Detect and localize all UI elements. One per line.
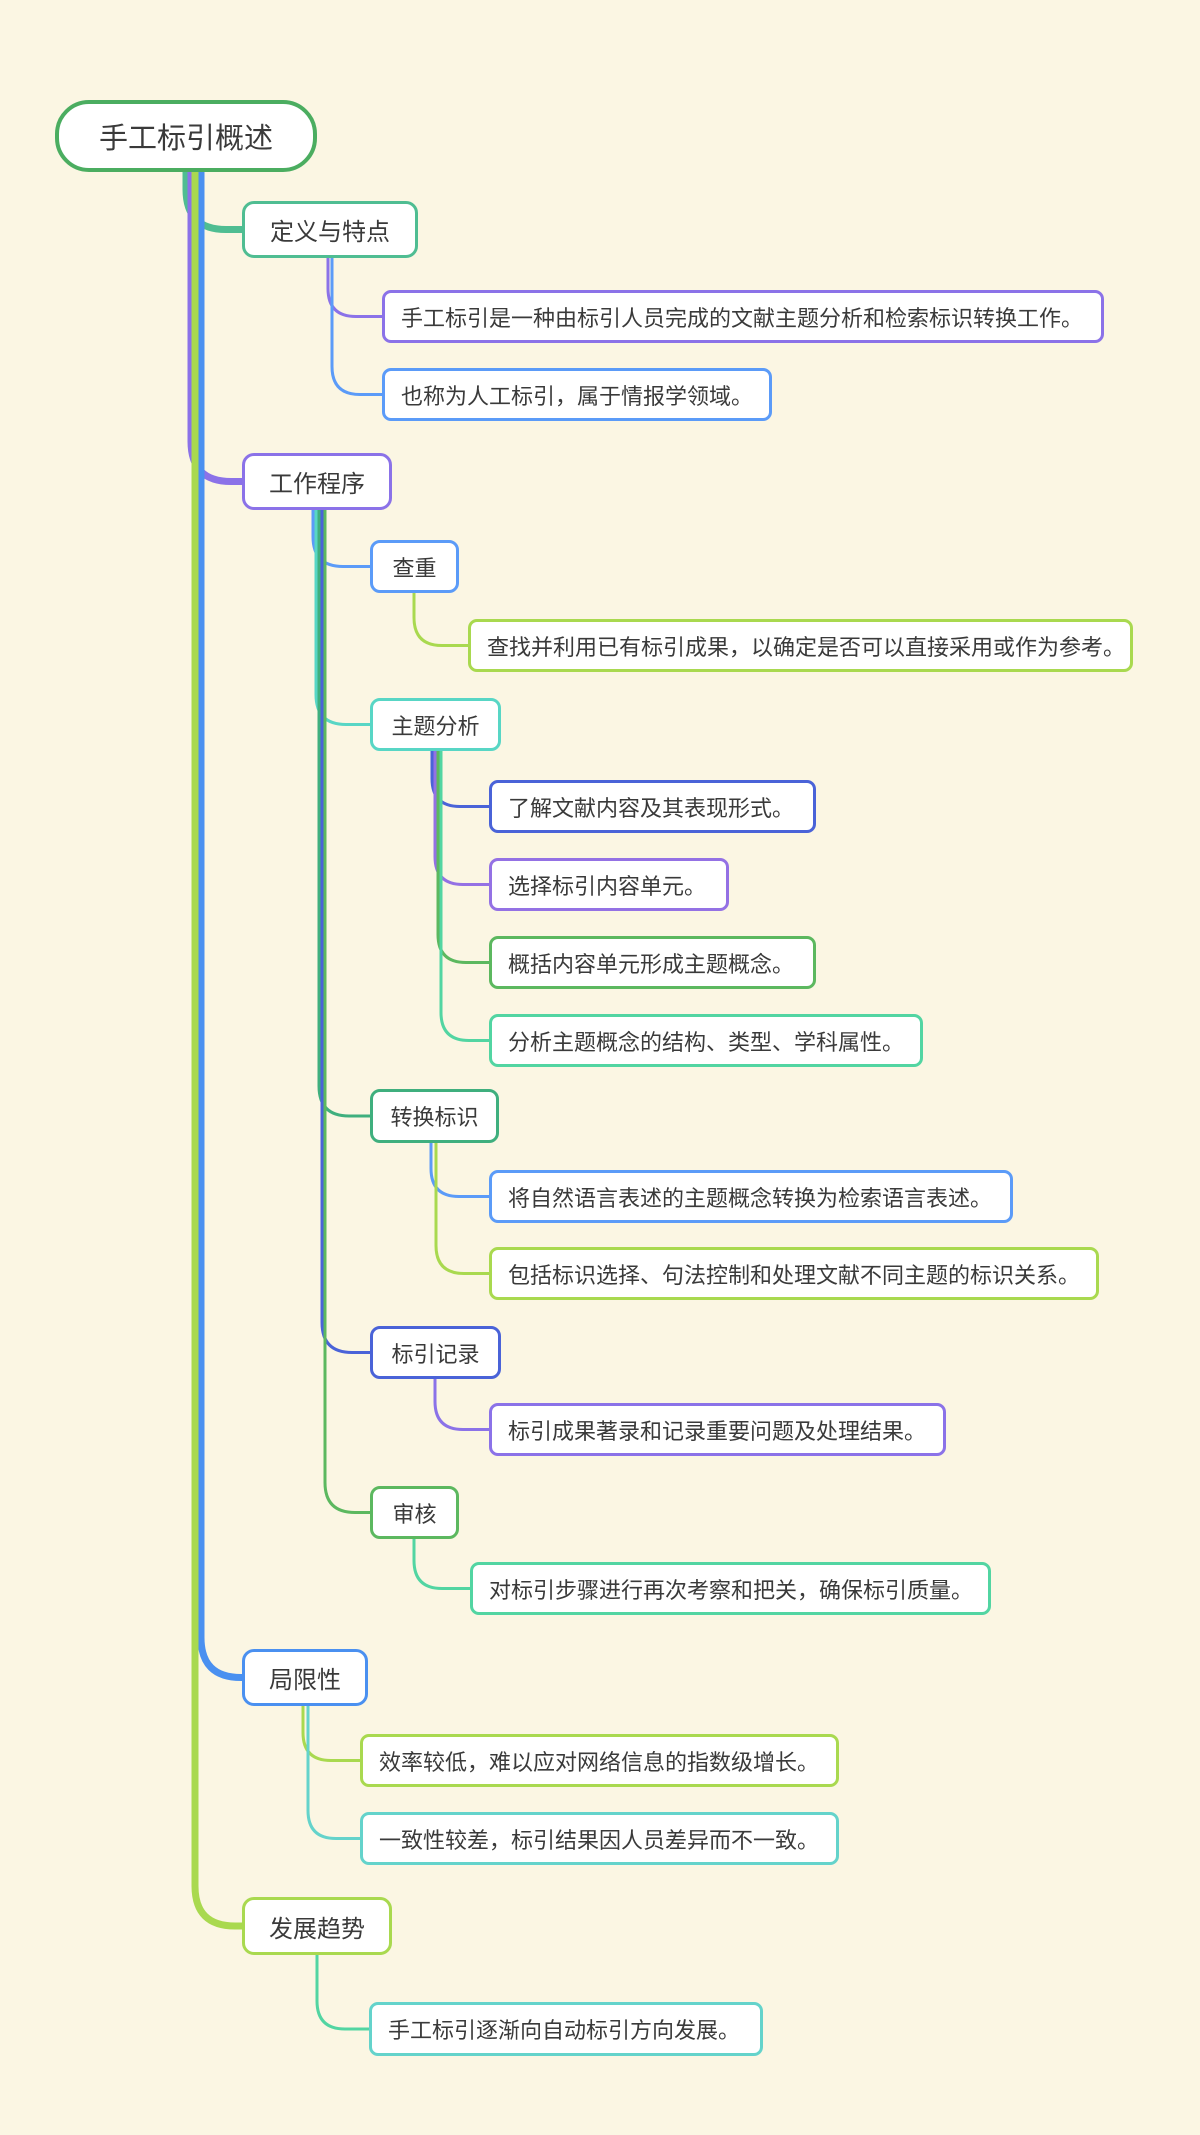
connector-topic-note2 <box>433 747 491 886</box>
connector-review-note1 <box>412 1535 472 1590</box>
note-convert-1[interactable]: 将自然语言表述的主题概念转换为检索语言表述。 <box>489 1170 1013 1223</box>
branch-procedure[interactable]: 工作程序 <box>242 453 392 510</box>
connector-convert-note1 <box>429 1139 491 1198</box>
connector-limitations-note1 <box>301 1702 362 1762</box>
connector-topic-note4 <box>439 747 491 1042</box>
connector-limitations-note2 <box>306 1702 362 1840</box>
note-definition-2[interactable]: 也称为人工标引，属于情报学领域。 <box>382 368 772 421</box>
note-topic-1[interactable]: 了解文献内容及其表现形式。 <box>489 780 816 833</box>
note-trend-1[interactable]: 手工标引逐渐向自动标引方向发展。 <box>369 2002 763 2056</box>
branch-limitations[interactable]: 局限性 <box>242 1649 368 1706</box>
connector-topic-note3 <box>436 747 491 964</box>
connector-procedure-convert <box>317 506 372 1118</box>
connector-trend-note1 <box>315 1951 371 2031</box>
note-definition-1[interactable]: 手工标引是一种由标引人员完成的文献主题分析和检索标识转换工作。 <box>382 290 1104 343</box>
connector-convert-note2 <box>434 1139 491 1275</box>
note-topic-3[interactable]: 概括内容单元形成主题概念。 <box>489 936 816 989</box>
connector-procedure-record <box>320 506 372 1354</box>
root-node[interactable]: 手工标引概述 <box>55 100 317 172</box>
note-limitations-1[interactable]: 效率较低，难以应对网络信息的指数级增长。 <box>360 1734 839 1787</box>
note-record-1[interactable]: 标引成果著录和记录重要问题及处理结果。 <box>489 1403 946 1456</box>
connector-procedure-review <box>323 506 372 1514</box>
branch-trend[interactable]: 发展趋势 <box>242 1897 392 1955</box>
branch-definition[interactable]: 定义与特点 <box>242 201 418 258</box>
step-review[interactable]: 审核 <box>370 1486 459 1539</box>
step-record[interactable]: 标引记录 <box>370 1326 501 1379</box>
note-topic-4[interactable]: 分析主题概念的结构、类型、学科属性。 <box>489 1014 923 1067</box>
connector-record-note1 <box>433 1375 491 1431</box>
connector-definition-note2 <box>330 254 384 396</box>
note-convert-2[interactable]: 包括标识选择、句法控制和处理文献不同主题的标识关系。 <box>489 1247 1099 1300</box>
step-dedup[interactable]: 查重 <box>370 540 459 593</box>
note-limitations-2[interactable]: 一致性较差，标引结果因人员差异而不一致。 <box>360 1812 839 1865</box>
note-dedup-1[interactable]: 查找并利用已有标引成果，以确定是否可以直接采用或作为参考。 <box>468 619 1133 672</box>
note-topic-2[interactable]: 选择标引内容单元。 <box>489 858 729 911</box>
connector-dedup-note1 <box>412 589 470 647</box>
note-review-1[interactable]: 对标引步骤进行再次考察和把关，确保标引质量。 <box>470 1562 991 1615</box>
step-convert-marks[interactable]: 转换标识 <box>370 1089 499 1143</box>
connector-root-limitations <box>197 166 246 1681</box>
step-topic-analysis[interactable]: 主题分析 <box>370 698 501 751</box>
connector-definition-note1 <box>326 254 384 318</box>
connector-root-trend <box>191 166 246 1930</box>
